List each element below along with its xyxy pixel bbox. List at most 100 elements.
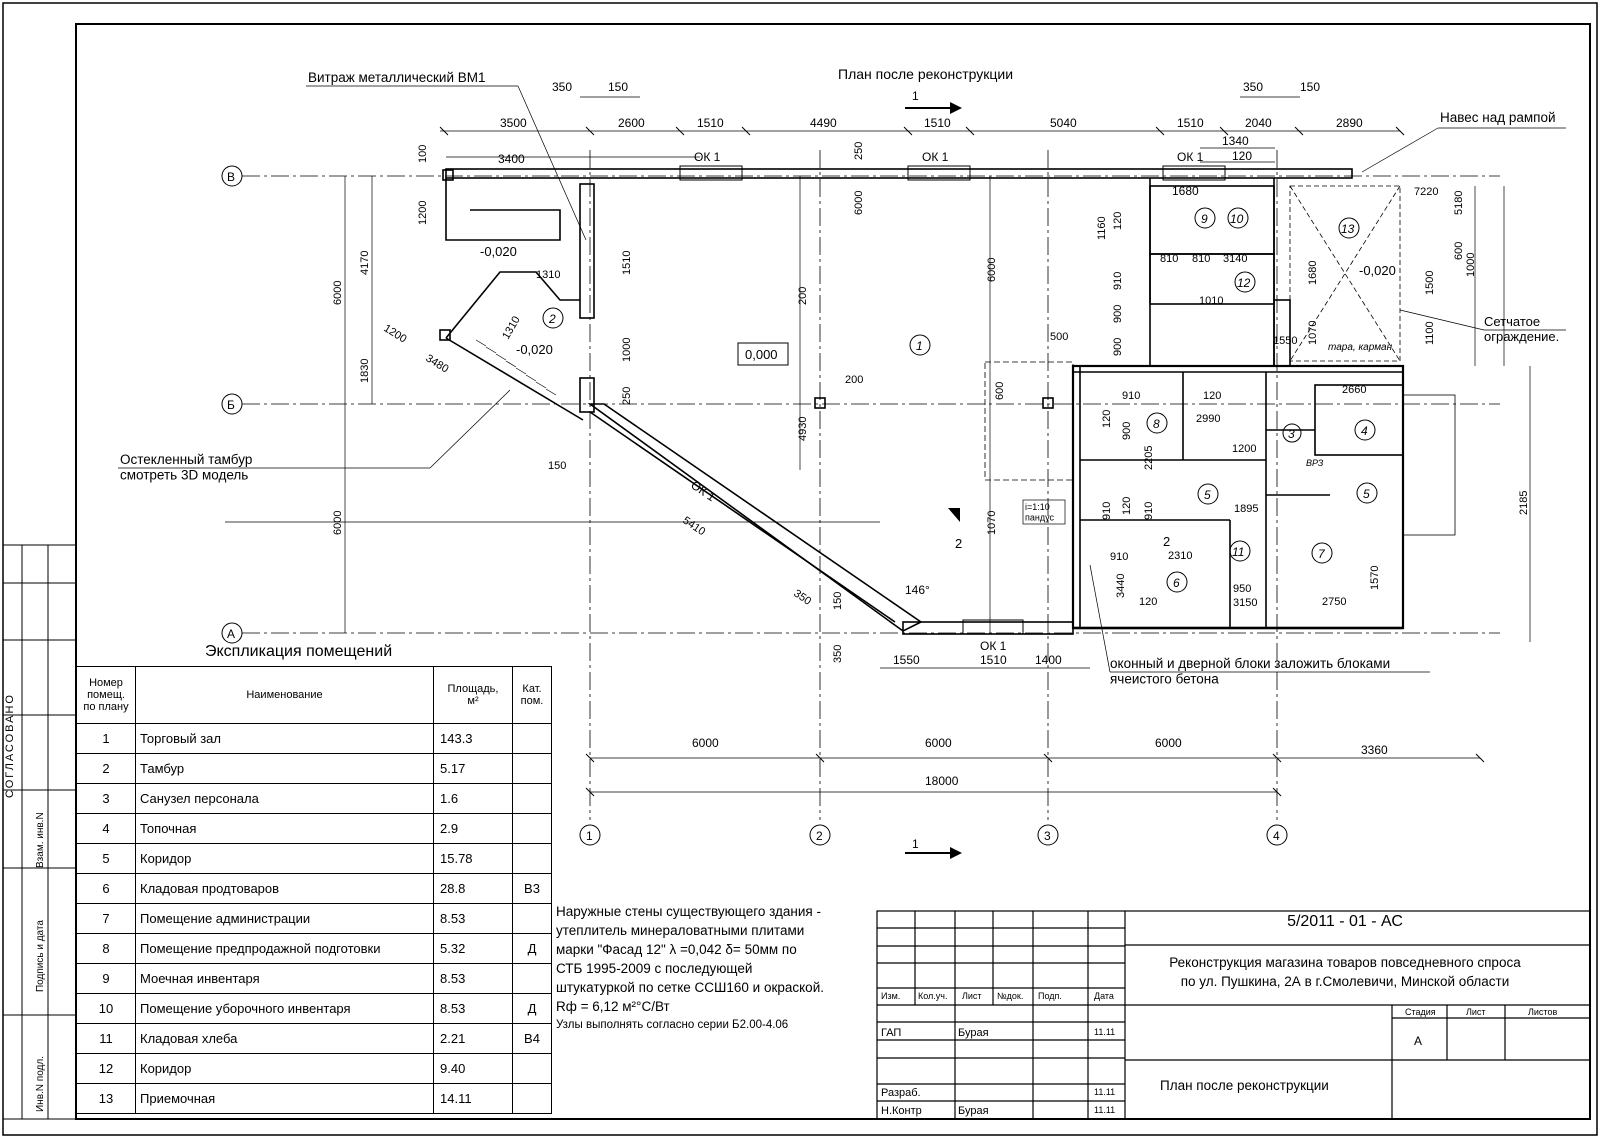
grid-row-a: А (227, 627, 235, 641)
wall-note-line: СТБ 1995-2009 с последующей (556, 961, 753, 976)
section-marks: 1 1 2 2 (905, 89, 1170, 859)
dim-text: 600 (994, 382, 1006, 400)
room-name-cell: Топочная (135, 813, 434, 844)
dim-text: 1310 (536, 269, 560, 281)
room-cat-cell (512, 1053, 552, 1084)
stamp-col: Дата (1094, 991, 1114, 1001)
wall-note-line: утеплитель минераловатными плитами (556, 923, 805, 938)
strip-inv-vzam: Взам. инв.N (35, 812, 46, 868)
room-name-cell: Коридор (135, 843, 434, 874)
dim-text: 910 (1122, 390, 1140, 402)
stamp-role: Разраб. (881, 1087, 921, 1099)
room-area-cell: 14.11 (433, 1083, 513, 1114)
dims-bottom: 1550 1510 1400 6000 6000 6000 3360 18000 (692, 653, 1388, 788)
dim-text: 3360 (1361, 743, 1388, 757)
room-number: 6 (1173, 576, 1180, 590)
dim-text: 1510 (621, 251, 633, 275)
room-name-cell: Санузел персонала (135, 783, 434, 814)
floor-level-box (737, 342, 789, 366)
wall-note-line: Наружные стены существующего здания - (556, 904, 821, 919)
room-area-cell: 8.53 (433, 993, 513, 1024)
stamp-role: Н.Контр (881, 1105, 922, 1117)
dim-text: 810 (1160, 253, 1178, 265)
dim-text: 350 (832, 645, 844, 663)
room-name-cell: Помещение уборочного инвентаря (135, 993, 434, 1024)
dim-text: 1550 (893, 653, 920, 667)
strip-inv-podl: Инв.N подл. (35, 1055, 46, 1112)
floor-plan: План после реконструкции В Б А 1 2 3 (118, 66, 1566, 859)
room-number: 2 (548, 312, 556, 326)
stamp-col: Кол.уч. (918, 991, 948, 1001)
room-name-cell: Коридор (135, 1053, 434, 1084)
room-num-cell: 1 (76, 723, 136, 754)
stamp-sheet-label: Лист (1466, 1007, 1486, 1017)
doc-title-line: по ул. Пушкина, 2А в г.Смолевичи, Минско… (1180, 974, 1510, 989)
dim-text: 3140 (1223, 253, 1247, 265)
room-name-cell: Кладовая хлеба (135, 1023, 434, 1054)
dim-text: 2750 (1322, 596, 1346, 608)
dim-text: 4490 (810, 116, 837, 130)
dim-text: 120 (1112, 212, 1124, 230)
room-area-cell: 15.78 (433, 843, 513, 874)
dim-text: 350 (1243, 80, 1263, 94)
dim-text: 1570 (1369, 566, 1381, 590)
grid-bubbles: В Б А 1 2 3 4 (221, 165, 1288, 846)
stamp-sheets-label: Листов (1528, 1007, 1558, 1017)
room-cat-cell (512, 903, 552, 934)
room-name-cell: Помещение предпродажной подготовки (135, 933, 434, 964)
room-num-cell: 4 (76, 813, 136, 844)
grid-col-4: 4 (1273, 829, 1280, 843)
stamp-date: 11.11 (1094, 1027, 1116, 1037)
room-num-cell: 11 (76, 1023, 136, 1054)
walls (439, 168, 1456, 635)
dims-misc: 100 1200 4170 6000 1830 6000 1310 1310 1… (332, 142, 1530, 663)
stamp-name: Бурая (958, 1105, 989, 1117)
window-label: ОК 1 (1177, 150, 1204, 164)
windows: ОК 1 ОК 1 ОК 1 ОК 1 ОК 1 (679, 150, 1226, 653)
room-num-cell: 7 (76, 903, 136, 934)
dim-text: 1400 (1035, 653, 1062, 667)
dim-text: 1200 (1232, 443, 1256, 455)
explication-title: Экспликация помещений (205, 643, 393, 660)
dim-text: 2600 (618, 116, 645, 130)
dim-text: 1680 (1172, 184, 1199, 198)
dim-text: 1510 (1177, 116, 1204, 130)
dim-text: 3440 (1115, 574, 1127, 598)
room-area-cell: 8.53 (433, 963, 513, 994)
dim-text: 6000 (332, 281, 344, 305)
dim-text: 1160 (1096, 216, 1108, 240)
dim-text: 4170 (359, 251, 371, 275)
room-num-cell: 5 (76, 843, 136, 874)
dim-text: 6000 (986, 258, 998, 282)
stamp-col: Лист (962, 991, 982, 1001)
dim-text: 1510 (697, 116, 724, 130)
dim-text: 2660 (1342, 384, 1366, 396)
dim-text: 150 (608, 80, 628, 94)
wall-note-line: Rф = 6,12 м²°С/Вт (556, 999, 670, 1014)
grid-col-1: 1 (586, 829, 593, 843)
dim-text: 2990 (1196, 413, 1220, 425)
room-number: 5 (1363, 487, 1370, 501)
dim-text: 6000 (692, 736, 719, 750)
dim-text: 1550 (1273, 335, 1297, 347)
sheet-title: План после реконструкции (1160, 1078, 1329, 1093)
room-name-cell: Торговый зал (135, 723, 434, 754)
header-cat: Кат.пом. (512, 666, 552, 724)
room-area-cell: 143.3 (433, 723, 513, 754)
dim-text: 5180 (1453, 191, 1465, 215)
room-number: 9 (1201, 212, 1208, 226)
doc-title: Реконструкция магазина товаров повседнев… (1135, 953, 1555, 991)
stamp-col: Изм. (881, 991, 901, 1001)
dim-text: 900 (1112, 338, 1124, 356)
dim-text: 1070 (1307, 321, 1319, 345)
dim-text: 250 (621, 387, 633, 405)
dim-text: 810 (1192, 253, 1210, 265)
